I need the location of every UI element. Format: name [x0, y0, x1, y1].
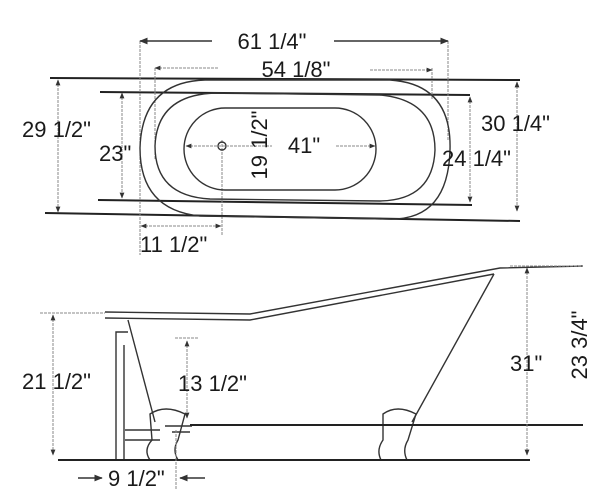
foot-offset-label: 9 1/2" — [108, 466, 165, 491]
drain-height-label: 13 1/2" — [178, 371, 247, 396]
rim-width-right-label: 24 1/4" — [442, 146, 511, 171]
tub-rim-top — [104, 265, 584, 315]
drain-offset-label: 11 1/2" — [140, 232, 207, 257]
tub-body-outline — [127, 273, 495, 423]
pipe-fittings — [125, 425, 192, 441]
high-end-height-label: 31" — [510, 351, 542, 376]
drain-pipe — [115, 331, 128, 460]
tub-rim-bottom — [104, 273, 495, 321]
rim-width-left-label: 23" — [99, 141, 131, 166]
inner-rim-outline — [154, 92, 436, 202]
side-view: 21 1/2" 13 1/2" 31" 23 3/4" 9 1/2" — [22, 265, 592, 491]
overall-length-label: 61 1/4" — [238, 29, 307, 54]
interior-depth-label: 23 3/4" — [567, 311, 592, 380]
overall-width-right-label: 30 1/4" — [481, 111, 550, 136]
low-end-height-label: 21 1/2" — [22, 369, 91, 394]
outer-rim-outline — [139, 79, 451, 220]
extension-line — [97, 199, 473, 206]
back-foot — [378, 408, 417, 461]
front-foot — [146, 408, 186, 461]
rim-length-label: 54 1/8" — [262, 57, 331, 82]
extension-lines — [40, 265, 583, 339]
basin-outline — [183, 107, 377, 191]
basin-length-label: 41" — [288, 133, 320, 158]
extension-line — [49, 77, 521, 81]
basin-width-label: 19 1/2" — [247, 111, 272, 180]
overall-width-left-label: 29 1/2" — [22, 117, 91, 142]
top-view: 61 1/4" 54 1/8" 29 1/2" 23" 41" 19 1/2" … — [22, 29, 550, 257]
